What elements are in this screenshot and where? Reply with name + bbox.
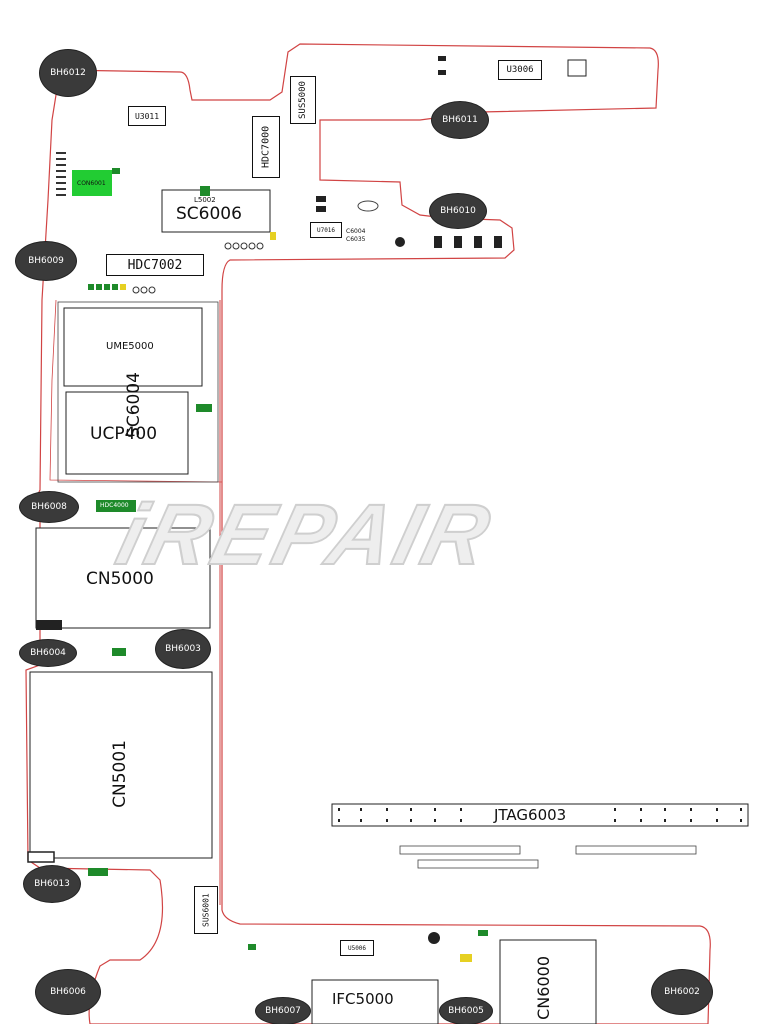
ifc5000-outline	[311, 979, 439, 1024]
label-cn5001: CN5001	[110, 740, 130, 808]
hole-bh6009: BH6009	[16, 242, 76, 280]
hole-bh6005: BH6005	[440, 998, 492, 1024]
label-jtag6003: JTAG6003	[494, 806, 567, 824]
label-ucp400: UCP400	[90, 424, 158, 444]
watermark-logo: iREPAIR	[107, 486, 503, 584]
cn5001-outline	[29, 671, 213, 859]
chip-sus5000: SUS5000	[290, 76, 316, 124]
hole-bh6010: BH6010	[430, 194, 486, 228]
chip-hdc7002: HDC7002	[106, 254, 204, 276]
board-edge	[25, 43, 711, 1024]
label-hdc4000: HDC4000	[100, 502, 129, 509]
chip-u3006: U3006	[498, 60, 542, 80]
label-cn5000: CN5000	[86, 569, 154, 589]
hole-bh6004: BH6004	[20, 640, 76, 666]
hole-bh6012: BH6012	[40, 50, 96, 96]
hole-bh6007: BH6007	[256, 998, 310, 1024]
label-con6001: CON6001	[77, 180, 106, 187]
chip-u5006: U5006	[340, 940, 374, 956]
hole-bh6008: BH6008	[20, 492, 78, 522]
label-c6004: C6004	[346, 228, 366, 235]
hole-bh6003: BH6003	[156, 630, 210, 668]
label-l5002: L5002	[194, 196, 216, 204]
chip-u7016: U7016	[310, 222, 342, 238]
hole-bh6013: BH6013	[24, 866, 80, 902]
chip-sus6001: SUS6001	[194, 886, 218, 934]
label-ifc5000: IFC5000	[332, 990, 394, 1008]
hole-bh6011: BH6011	[432, 102, 488, 138]
cn5000-outline	[35, 527, 211, 629]
chip-hdc7000: HDC7000	[252, 116, 280, 178]
label-sc6006: SC6006	[176, 204, 242, 224]
ume5000-outline	[63, 307, 203, 387]
hole-bh6006: BH6006	[36, 970, 100, 1014]
label-ume5000: UME5000	[106, 341, 154, 352]
sc6006-outline	[161, 189, 271, 233]
chip-u3011: U3011	[128, 106, 166, 126]
cn6000-outline	[499, 939, 597, 1024]
label-cn6000: CN6000	[534, 956, 553, 1020]
ucp400-outline	[65, 391, 189, 475]
label-c6035: C6035	[346, 236, 366, 243]
hole-bh6002: BH6002	[652, 970, 712, 1014]
